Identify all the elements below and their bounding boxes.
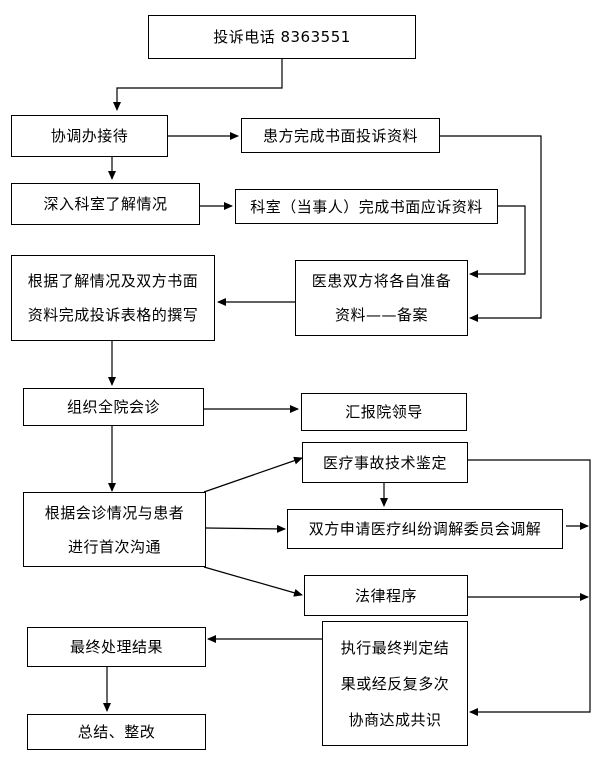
patient-materials-label: 患方完成书面投诉资料 [262,126,418,145]
execute-line-2: 果或经反复多次 [340,674,450,693]
reception-box: 协调办接待 [11,115,168,157]
consult-label: 组织全院会诊 [66,398,160,416]
form-line-2: 资料完成投诉表格的撰写 [27,306,199,324]
first-comm-line-1: 根据会诊情况与患者 [44,503,185,522]
hotline-box: 投诉电话 8363551 [148,15,416,59]
edge-right-bus-to-execute [468,459,591,716]
summary-label: 总结、整改 [77,723,156,741]
final-label: 最终处理结果 [69,638,163,656]
prepare-line-2: 资料——备案 [334,306,428,324]
appraisal-label: 医疗事故技术鉴定 [322,453,447,472]
report-label: 汇报院领导 [345,403,423,421]
first-comm-box: 根据会诊情况与患者 进行首次沟通 [23,492,206,567]
investigate-box: 深入科室了解情况 [11,183,200,225]
reception-label: 协调办接待 [50,127,129,145]
edge-hotline-to-reception [113,59,283,111]
edge-first-comm-to-mediation [205,524,286,533]
dept-materials-label: 科室（当事人）完成书面应诉资料 [250,197,483,216]
prepare-box: 医患双方将各自准备 资料——备案 [295,260,468,336]
final-box: 最终处理结果 [27,627,206,667]
first-comm-line-2: 进行首次沟通 [67,537,161,556]
patient-materials-box: 患方完成书面投诉资料 [241,118,440,153]
mediation-label: 双方申请医疗纠纷调解委员会调解 [308,520,542,538]
legal-label: 法律程序 [354,586,417,605]
investigate-label: 深入科室了解情况 [43,195,168,213]
execute-line-1: 执行最终判定结 [340,638,450,657]
edge-first-comm-to-legal [203,566,303,597]
execute-box: 执行最终判定结 果或经反复多次 协商达成共识 [322,621,468,746]
prepare-line-1: 医患双方将各自准备 [311,272,452,290]
report-box: 汇报院领导 [301,393,467,431]
edge-dept-materials-to-prepare [469,205,526,278]
mediation-box: 双方申请医疗纠纷调解委员会调解 [287,509,563,549]
execute-line-3: 协商达成共识 [348,710,442,729]
legal-box: 法律程序 [304,575,468,616]
form-line-1: 根据了解情况及双方书面 [27,272,199,290]
consult-box: 组织全院会诊 [23,388,204,426]
edge-patient-materials-to-prepare [440,135,542,322]
hotline-label: 投诉电话 8363551 [213,28,351,46]
appraisal-box: 医疗事故技术鉴定 [302,442,468,483]
summary-box: 总结、整改 [27,714,206,750]
form-box: 根据了解情况及双方书面 资料完成投诉表格的撰写 [11,255,215,341]
dept-materials-box: 科室（当事人）完成书面应诉资料 [235,189,498,224]
edge-first-comm-to-appraisal [203,456,303,493]
